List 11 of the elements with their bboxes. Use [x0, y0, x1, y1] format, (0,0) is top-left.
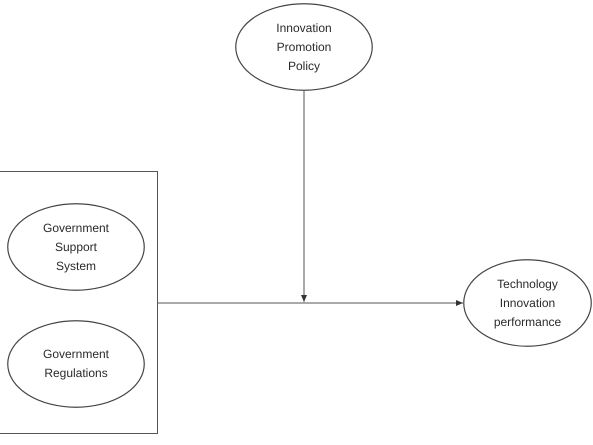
arrow — [158, 300, 464, 306]
node-label: Innovation Promotion Policy — [275, 20, 333, 74]
node-label: Government Support System — [42, 220, 110, 274]
node-label: Government Regulations — [42, 346, 110, 382]
oval-node — [7, 203, 145, 291]
node-label: Technology Innovation performance — [492, 276, 562, 330]
group-frame — [0, 171, 158, 434]
oval-node — [463, 259, 592, 347]
arrow — [301, 90, 307, 302]
oval-node — [235, 3, 373, 91]
oval-node — [7, 320, 145, 408]
